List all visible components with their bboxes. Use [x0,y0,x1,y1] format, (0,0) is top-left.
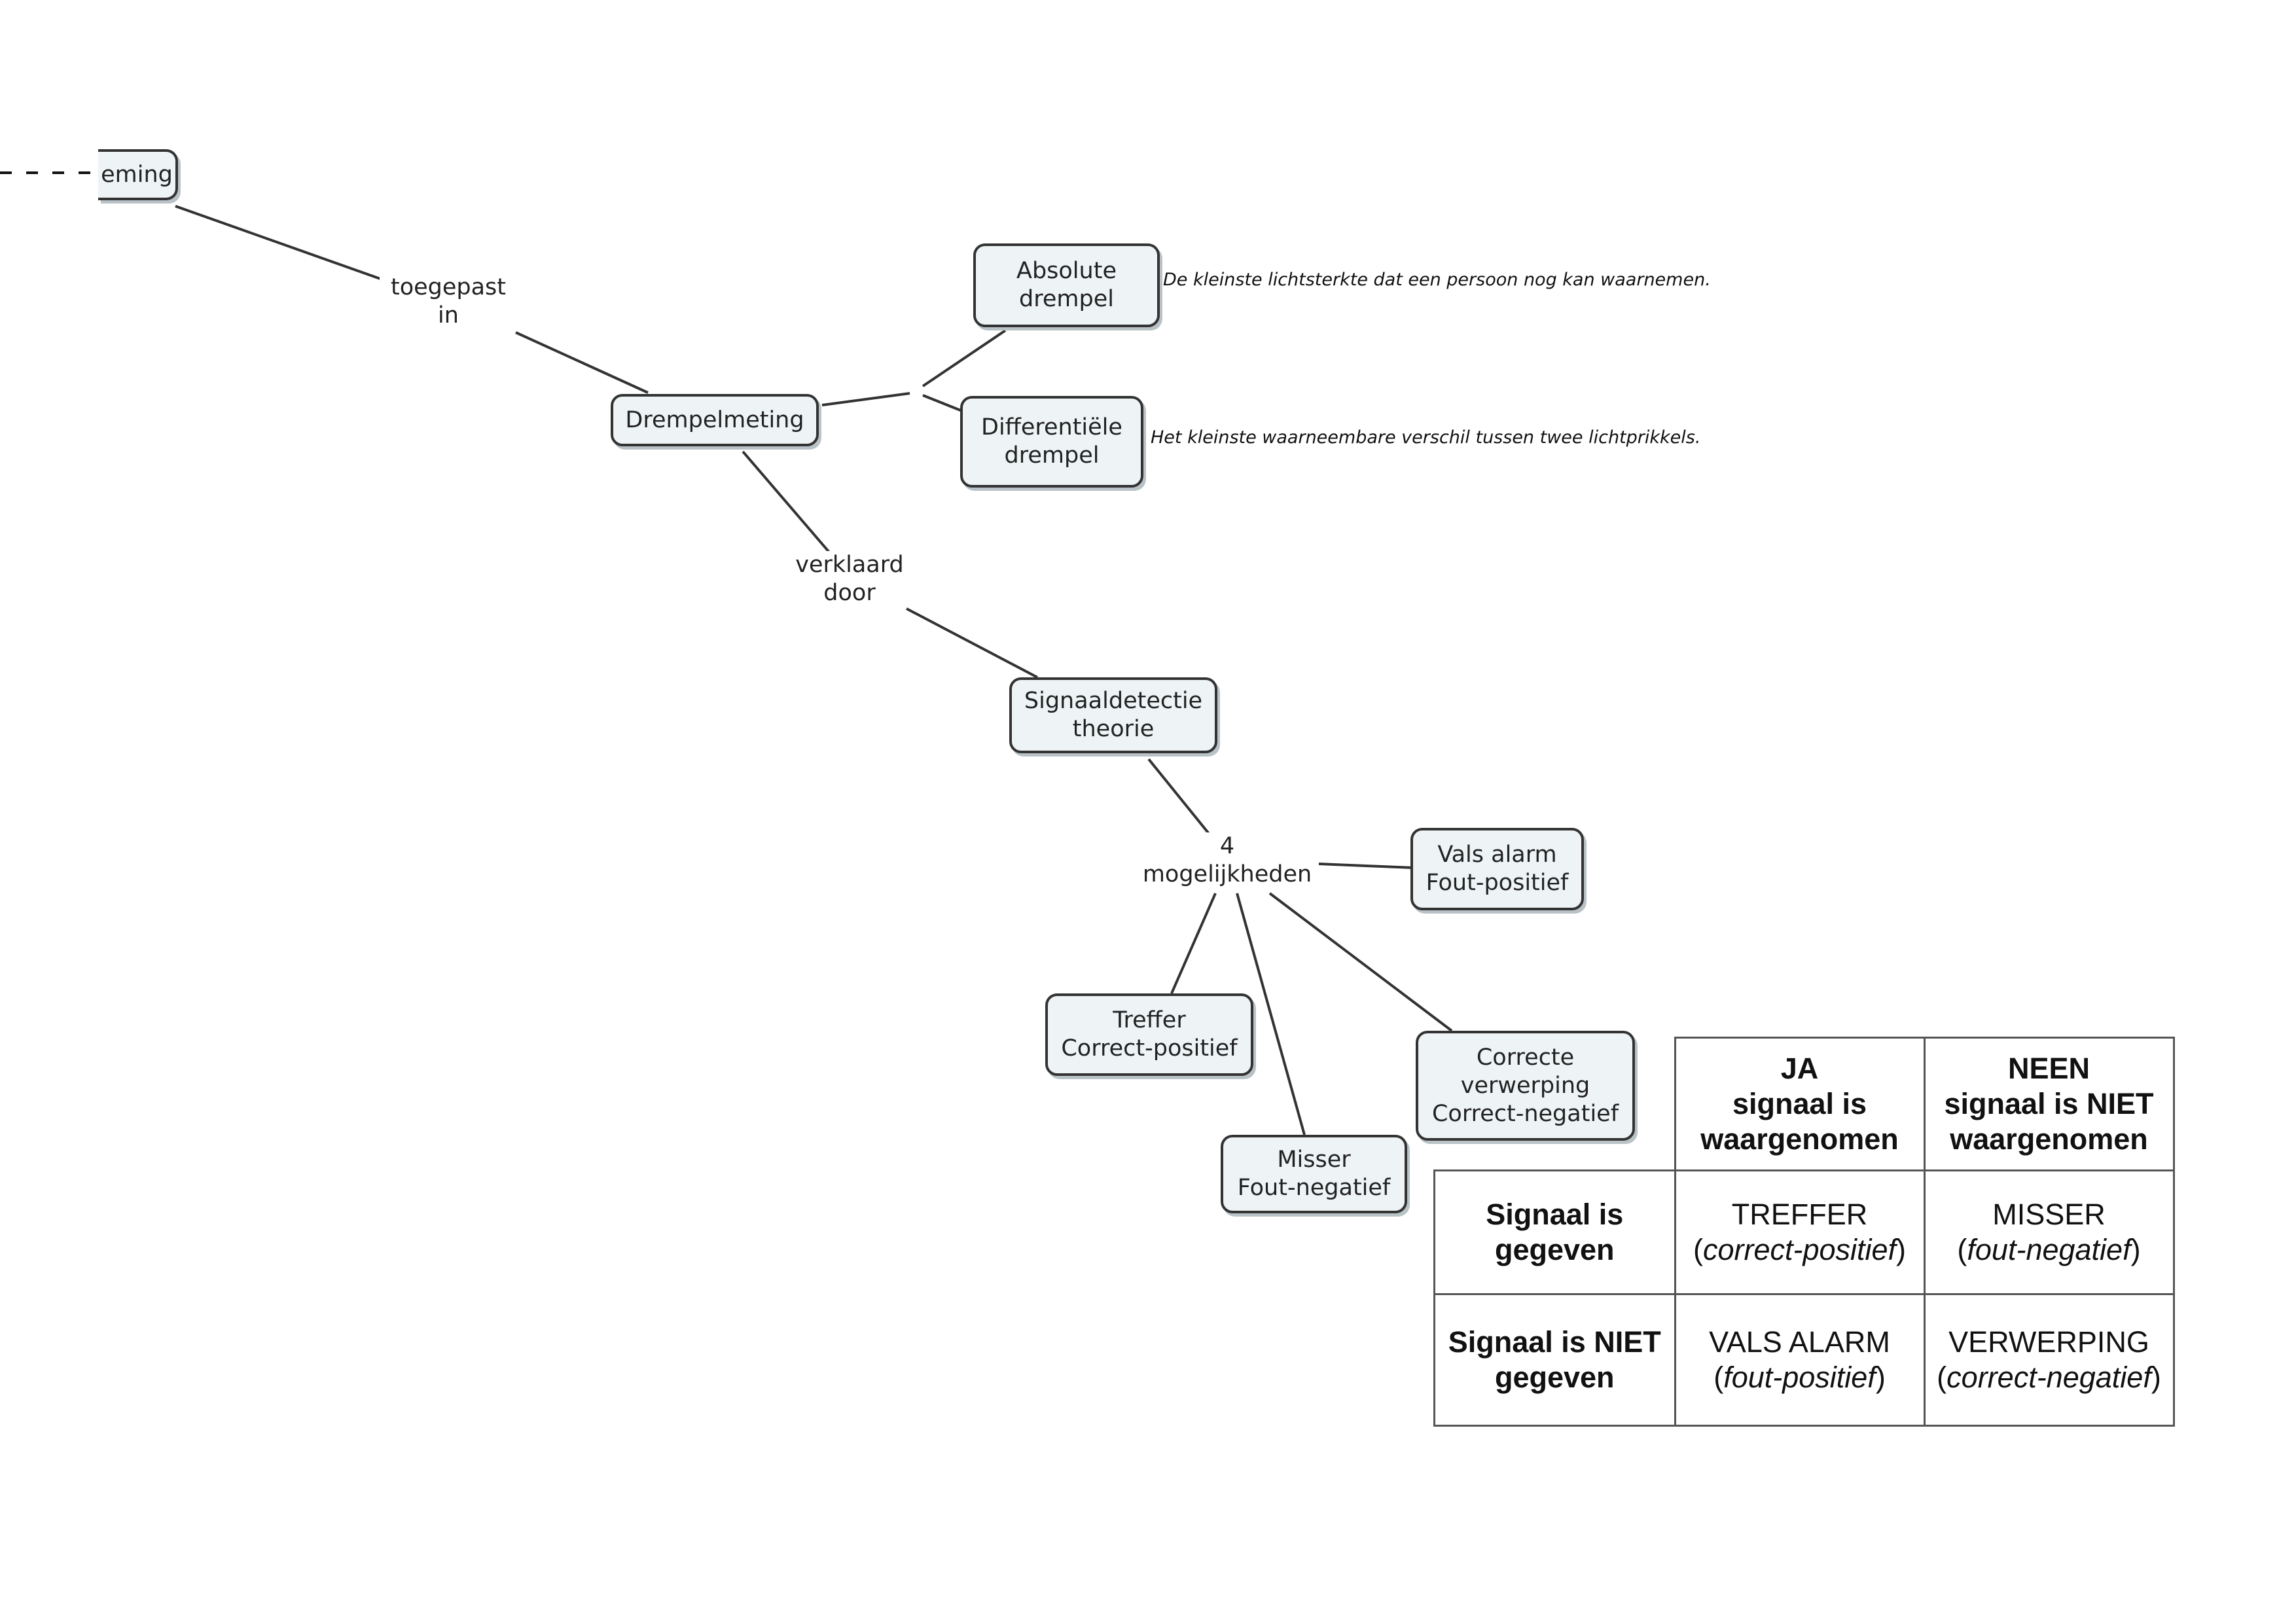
cell-sub-text: fout-negatief [1967,1233,2131,1266]
node-differentiele-drempel[interactable]: Differentiële drempel [960,396,1143,488]
node-misser[interactable]: Misser Fout-negatief [1221,1135,1407,1213]
cell-sub-text: fout-positief [1723,1361,1876,1394]
row-header-signaal-niet-gegeven: Signaal is NIET gegeven [1433,1293,1676,1427]
link-label-line2: mogelijkheden [1142,861,1312,887]
node-label-line1: Signaaldetectie [1024,688,1203,714]
cell-verwerping: VERWERPING (correct-negatief) [1923,1293,2175,1427]
link-junction-absolute [922,329,1007,387]
col-header-ja: JA signaal is waargenomen [1674,1037,1926,1171]
node-drempelmeting[interactable]: Drempelmeting [611,394,819,446]
table-row: Signaal is NIET gegeven VALS ALARM (fout… [1433,1293,2175,1427]
cell-sub-text: correct-positief [1702,1233,1897,1266]
node-label-line2: drempel [1019,286,1114,312]
link-label-4-mogelijkheden: 4 mogelijkheden [1136,832,1319,889]
note-differentiele-drempel: Het kleinste waarneembare verschil tusse… [1151,427,1701,448]
node-label: Drempelmeting [625,406,804,433]
link-drempelmeting-junction [821,392,910,406]
node-label-line2: Correct-positief [1061,1035,1238,1061]
cell-main: VALS ALARM [1709,1325,1890,1359]
node-label-line2: theorie [1072,716,1155,742]
node-label-line1: Misser [1277,1147,1351,1173]
link-toegepast-drempelmeting [515,331,649,394]
table-row: Signaal is gegeven TREFFER (correct-posi… [1433,1169,2175,1295]
link-label-verklaard-door: verklaard door [784,551,915,607]
col-header-line3: waargenomen [1700,1122,1899,1156]
node-label-line2: Fout-negatief [1237,1175,1391,1201]
row-header-line1: Signaal is [1486,1198,1624,1231]
cell-main: VERWERPING [1948,1325,2149,1359]
link-label-line1: toegepast [390,274,507,300]
row-header-line1: Signaal is NIET [1448,1325,1661,1359]
cell-sub: (fout-positief) [1713,1361,1886,1394]
link-junction-differentiele [922,394,963,412]
node-label-line1: Absolute [1016,258,1117,284]
node-treffer[interactable]: Treffer Correct-positief [1045,993,1253,1076]
node-signaaldetectie-theorie[interactable]: Signaaldetectie theorie [1009,677,1217,753]
cell-main: MISSER [1992,1198,2106,1231]
node-waarneming[interactable]: eming [98,149,178,200]
link-label-line1: verklaard [795,552,904,578]
col-header-line1: NEEN [2007,1052,2090,1085]
col-header-neen: NEEN signaal is NIET waargenomen [1923,1037,2175,1171]
link-label-line2: in [438,302,459,329]
link-mogelijkheden-treffer [1170,893,1217,994]
link-mogelijkheden-valsalarm [1318,863,1414,869]
link-waarneming-toegepast [175,205,392,284]
table-header-row: JA signaal is waargenomen NEEN signaal i… [1434,1037,2175,1171]
link-mogelijkheden-misser [1236,893,1306,1135]
link-label-line2: door [823,580,876,606]
link-signaaldetectie-mogelijkheden [1147,758,1211,836]
node-label: eming [101,161,173,188]
link-verklaard-signaaldetectie [906,607,1038,679]
cell-sub: (correct-negatief) [1937,1361,2161,1394]
cell-sub: (correct-positief) [1693,1233,1907,1266]
row-header-line2: gegeven [1494,1361,1615,1394]
node-absolute-drempel[interactable]: Absolute drempel [973,243,1160,327]
node-label-line1: Treffer [1113,1007,1186,1033]
col-header-line2: signaal is NIET [1944,1087,2154,1120]
link-label-toegepast-in: toegepast in [380,274,517,330]
col-header-line2: signaal is [1732,1087,1867,1120]
cell-vals-alarm: VALS ALARM (fout-positief) [1674,1293,1926,1427]
col-header-line3: waargenomen [1950,1122,2148,1156]
node-label-line1: Differentiële [981,414,1122,440]
signal-detection-table: JA signaal is waargenomen NEEN signaal i… [1433,1037,2175,1427]
node-label-line2: drempel [1004,442,1100,469]
table-corner [1434,1037,1676,1171]
link-drempelmeting-verklaard [742,450,831,554]
cell-main: TREFFER [1731,1198,1868,1231]
cell-treffer: TREFFER (correct-positief) [1674,1169,1926,1295]
note-absolute-drempel: De kleinste lichtsterkte dat een persoon… [1163,270,1711,290]
node-label-line2: Fout-positief [1426,870,1569,896]
node-vals-alarm[interactable]: Vals alarm Fout-positief [1410,828,1584,910]
link-label-line1: 4 [1219,833,1235,859]
cell-sub: (fout-negatief) [1957,1233,2141,1266]
col-header-line1: JA [1780,1052,1819,1085]
row-header-signaal-gegeven: Signaal is gegeven [1433,1169,1676,1295]
cell-misser: MISSER (fout-negatief) [1923,1169,2175,1295]
row-header-line2: gegeven [1494,1233,1615,1266]
node-label-line1: Vals alarm [1437,842,1557,868]
link-mogelijkheden-correcte [1268,892,1453,1032]
cell-sub-text: correct-negatief [1946,1361,2151,1394]
